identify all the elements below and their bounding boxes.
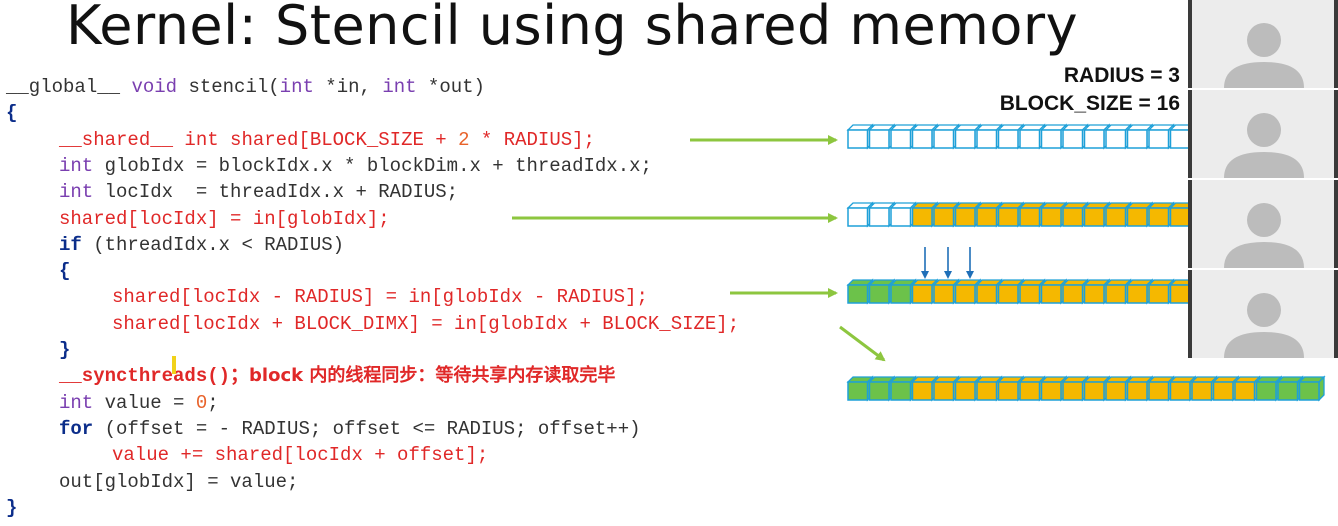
- shared-cell-4-15: [1147, 375, 1176, 402]
- code-line-12: __syncthreads()；block 内的线程同步：等待共享内存读取完毕: [59, 365, 616, 388]
- shared-cell-3-4: [910, 278, 939, 305]
- avatar-icon: [1224, 203, 1304, 268]
- code-line-1: __global__ void stencil(int *in, int *ou…: [6, 76, 485, 98]
- video-tile-3[interactable]: [1188, 180, 1338, 268]
- text-cursor: [172, 356, 176, 374]
- sync-annotation: block 内的线程同步：等待共享内存读取完毕: [249, 365, 616, 387]
- shared-cell-3-5: [932, 278, 961, 305]
- avatar-icon: [1224, 113, 1304, 178]
- slide-title: Kernel: Stencil using shared memory: [66, 0, 1079, 57]
- code-line-9: shared[locIdx - RADIUS] = in[globIdx - R…: [112, 286, 648, 309]
- video-tile-2[interactable]: [1188, 90, 1338, 178]
- shared-cell-4-9: [1018, 375, 1047, 402]
- avatar-icon: [1224, 23, 1304, 88]
- code-line-16: out[globIdx] = value;: [59, 470, 299, 493]
- video-tiles-panel: [1188, 0, 1338, 358]
- code-line-5: int locIdx = threadIdx.x + RADIUS;: [59, 181, 459, 204]
- avatar-icon: [1224, 293, 1304, 358]
- code-line-10: shared[locIdx + BLOCK_DIMX] = in[globIdx…: [112, 312, 740, 335]
- shared-cell-1-11: [1061, 123, 1090, 150]
- parameters-box: RADIUS = 3 BLOCK_SIZE = 16: [1000, 62, 1180, 118]
- code-line-7: if (threadIdx.x < RADIUS): [59, 233, 345, 256]
- code-line-17: }: [6, 496, 18, 519]
- shared-cell-2-12: [1082, 201, 1111, 228]
- shared-cell-4-22: [1297, 375, 1326, 402]
- code-line-6: shared[locIdx] = in[globIdx];: [59, 207, 390, 230]
- code-line-4: int globIdx = blockIdx.x * blockDim.x + …: [59, 154, 652, 177]
- arrow-synced: [839, 325, 886, 362]
- code-line-15: value += shared[locIdx + offset];: [112, 444, 489, 467]
- code-line-3: __shared__ int shared[BLOCK_SIZE + 2 * R…: [59, 128, 595, 151]
- code-line-8: {: [59, 260, 71, 283]
- code-line-13: int value = 0;: [59, 391, 219, 414]
- code-line-2: {: [6, 102, 18, 125]
- radius-param: RADIUS = 3: [1063, 64, 1180, 87]
- shared-cell-4-8: [996, 375, 1025, 402]
- shared-cell-1-13: [1104, 123, 1133, 150]
- code-line-14: for (offset = - RADIUS; offset <= RADIUS…: [59, 417, 641, 440]
- code-line-11: }: [59, 339, 71, 361]
- video-tile-1[interactable]: [1188, 0, 1338, 88]
- block-size-param: BLOCK_SIZE = 16: [999, 92, 1180, 115]
- video-tile-4[interactable]: [1188, 270, 1338, 358]
